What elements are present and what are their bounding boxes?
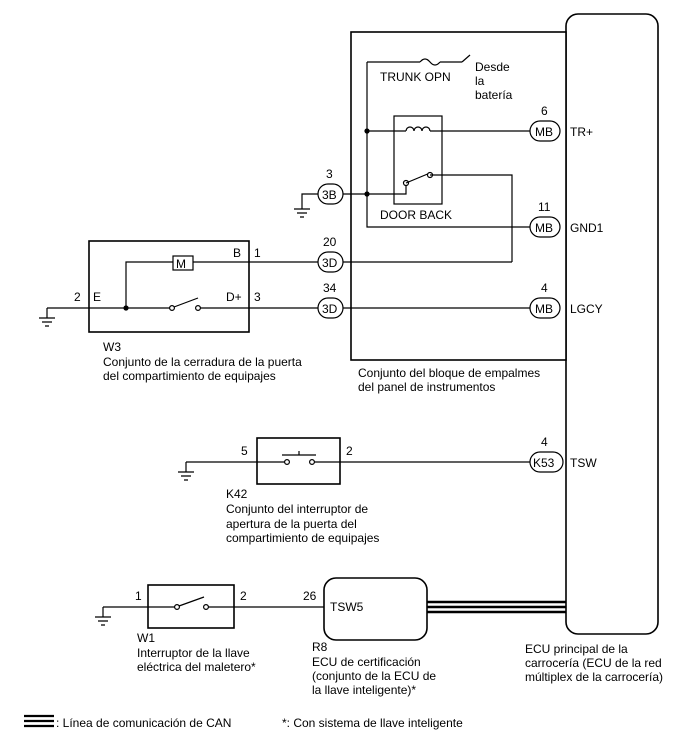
body-ecu-name-2: carrocería (ECU de la red [525,656,662,670]
connector-3d-34-code: 3D [322,302,338,316]
signal-tsw: TSW [570,456,597,470]
r8-name-3: la llave inteligente)* [312,683,416,697]
door-back-relay [393,115,443,205]
connector-3d-34 [317,297,344,319]
connector-mb-4-pin: 4 [541,281,548,295]
body-ecu-box [565,13,659,635]
k42-switch-icon [178,451,530,481]
junction-block-name-2: del panel de instrumentos [358,380,495,394]
relay-label: DOOR BACK [380,208,452,222]
motor-icon: M [125,255,249,308]
k42-code: K42 [226,487,248,501]
r8-box [323,577,428,641]
battery-label-3: batería [475,88,513,102]
connector-3d-34-pin: 34 [323,281,337,295]
can-bus-lines [427,600,566,614]
signal-tr-plus: TR+ [570,125,593,139]
relay-switch-icon [367,171,513,262]
w3-pin-d: D+ [226,290,242,304]
connector-3b-code: 3B [322,188,337,202]
w3-box [88,240,250,333]
k42-box [256,437,341,485]
connector-3d-20-pin: 20 [323,235,337,249]
connector-mb-4-code: MB [535,302,553,316]
w3-pin-b-num: 1 [254,246,261,260]
body-ecu-name-3: múltiplex de la carrocería) [525,670,663,684]
k42-name-2: apertura de la puerta del [226,517,357,531]
can-legend-text: : Línea de comunicación de CAN [56,716,231,730]
w1-name-1: Interruptor de la llave [137,646,250,660]
body-ecu-name-1: ECU principal de la [525,642,628,656]
junction-block-name-1: Conjunto del bloque de empalmes [358,366,540,380]
fuse-label: TRUNK OPN [380,70,451,84]
connector-mb-4 [529,297,561,319]
connector-mb-11 [529,216,561,238]
w3-switch-icon [100,297,249,312]
w1-pin-right: 2 [240,589,247,603]
svg-text:M: M [176,257,186,271]
connector-3b [317,183,344,205]
can-legend-icon [24,714,54,728]
k42-pin-right: 2 [346,444,353,458]
k42-pin-left: 5 [241,444,248,458]
r8-code: R8 [312,640,328,654]
connector-mb-6 [529,120,561,142]
relay-coil-icon [367,126,530,132]
w1-pin-left: 1 [135,589,142,603]
r8-pin: 26 [303,589,317,603]
w3-name-2: del compartimiento de equipajes [103,369,276,383]
connector-mb-6-pin: 6 [541,104,548,118]
w1-switch-icon [95,596,324,626]
r8-name-2: (conjunto de la ECU de [312,669,436,683]
w3-pin-e-num: 2 [74,290,81,304]
r8-signal: TSW5 [330,600,364,614]
footnote-text: *: Con sistema de llave inteligente [282,716,463,730]
connector-k53-code: K53 [533,456,555,470]
connector-mb-11-code: MB [535,221,553,235]
k42-name-1: Conjunto del interruptor de [226,502,368,516]
w3-pin-e: E [93,290,101,304]
k42-name-3: compartimiento de equipajes [226,531,379,545]
w3-code: W3 [103,340,121,354]
connector-k53-pin: 4 [541,435,548,449]
battery-label-2: la [475,74,485,88]
r8-name-1: ECU de certificación [312,655,421,669]
connector-mb-11-pin: 11 [538,200,551,214]
connector-3b-pin: 3 [326,167,333,181]
connector-mb-6-code: MB [535,125,553,139]
w3-name-1: Conjunto de la cerradura de la puerta [103,355,302,369]
connector-3d-20 [317,251,344,273]
signal-lgcy: LGCY [570,302,603,316]
w3-pin-d-num: 3 [254,290,261,304]
trunk-opn-fuse [367,54,471,66]
w1-code: W1 [137,631,155,645]
signal-gnd1: GND1 [570,221,604,235]
connector-k53 [529,451,564,473]
battery-label-1: Desde [475,60,510,74]
w3-pin-b: B [233,246,241,260]
w1-name-2: eléctrica del maletero* [137,660,256,674]
connector-3d-20-code: 3D [322,256,338,270]
